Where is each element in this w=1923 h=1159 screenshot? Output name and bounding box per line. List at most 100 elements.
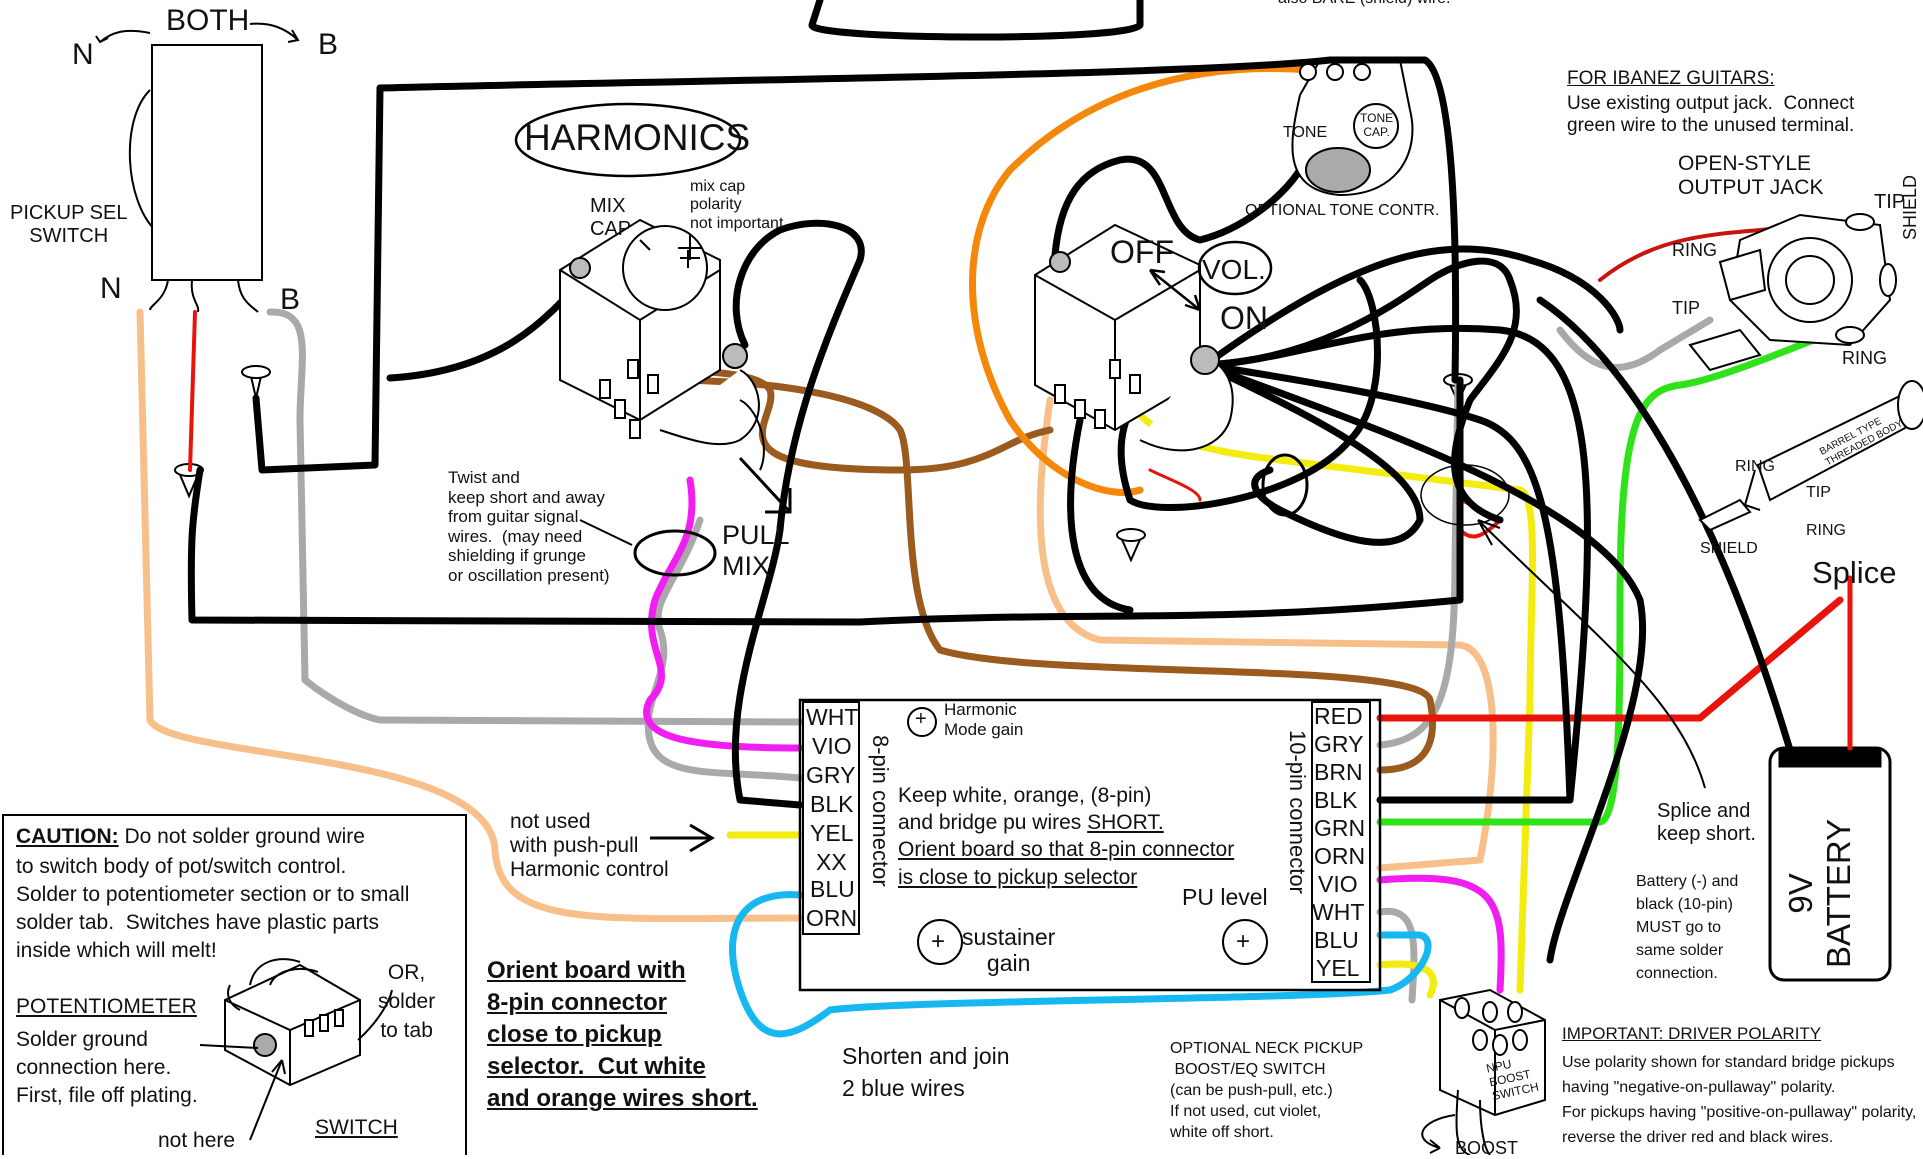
- pull-mix-label: PULL MIX: [722, 520, 790, 582]
- caution-line-1: CAUTION: Do not solder ground wire: [16, 825, 365, 848]
- caution-arrows: [199, 989, 393, 1141]
- vol-arrow: [1148, 268, 1202, 312]
- boost-label: BOOST: [1455, 1138, 1519, 1158]
- volume-label: VOL.: [1202, 254, 1266, 285]
- board-10pin-label-3: BRN: [1314, 759, 1363, 785]
- switch-neck-top-label: N: [72, 38, 94, 71]
- driver-polarity-text: Use polarity shown for standard bridge p…: [1562, 1054, 1917, 1146]
- splice-keep-note: Splice and keep short.: [1657, 800, 1756, 845]
- barrel-shield-label: SHIELD: [1700, 540, 1758, 557]
- caution-pot-sketch: [224, 958, 361, 1087]
- twist-ellipse: [633, 529, 717, 577]
- battery: [1768, 720, 1892, 982]
- harmonic-mode-gain-label: Harmonic Mode gain: [944, 700, 1024, 739]
- ibanez-heading: FOR IBANEZ GUITARS:: [1567, 68, 1775, 89]
- driver-polarity-heading: IMPORTANT: DRIVER POLARITY: [1562, 1024, 1822, 1043]
- mix-cap: [622, 225, 708, 311]
- caution-not-here-label: not here: [158, 1129, 236, 1152]
- orient-board-note: Orient board with 8-pin connector close …: [487, 957, 758, 1112]
- keep-short-note-1: Keep white, orange, (8-pin): [898, 784, 1152, 807]
- board-10pin-label-7: VIO: [1318, 871, 1358, 897]
- shorten-blue-note: Shorten and join 2 blue wires: [842, 1043, 1010, 1101]
- sustainer-plus: +: [931, 928, 946, 955]
- caution-solder-here-note: Solder ground connection here. First, fi…: [16, 1028, 198, 1107]
- splice-ellipse-red: [1420, 464, 1510, 526]
- mix-cap-label: MIX CAP: [590, 195, 632, 240]
- twist-arrow: [579, 519, 633, 546]
- neck-switch-note: OPTIONAL NECK PICKUP BOOST/EQ SWITCH (ca…: [1170, 1040, 1364, 1141]
- harmonics-ellipse: [514, 102, 742, 178]
- board-8pin-connector-label: 8-pin connector: [868, 735, 893, 887]
- board-10pin-label-6: ORN: [1314, 843, 1366, 869]
- twist-note: Twist and keep short and away from guita…: [448, 468, 610, 585]
- switch-lead-bridge-label: B: [280, 283, 301, 316]
- tone-label: TONE: [1283, 124, 1328, 141]
- jack-ring-left: RING: [1672, 240, 1717, 260]
- board-8pin-label-7: BLU: [810, 876, 855, 902]
- volume-off-label: OFF: [1110, 234, 1174, 270]
- vol-ellipse: [1197, 240, 1273, 296]
- splice-ellipse-vol: [1261, 453, 1309, 517]
- pu-level-plus: +: [1236, 928, 1251, 955]
- orient-note-2: is close to pickup selector: [898, 866, 1138, 889]
- board-10pin-label-2: GRY: [1314, 731, 1364, 757]
- caution-box: [2, 814, 467, 1155]
- orient-note-1: Orient board so that 8-pin connector: [898, 838, 1235, 861]
- board-10pin-label-5: GRN: [1314, 815, 1366, 841]
- harmonic-gain-plus: +: [915, 708, 927, 730]
- boost-arrow: [1421, 1114, 1456, 1154]
- npu-boost-switch: [1439, 988, 1546, 1155]
- battery-note: Battery (-) and black (10-pin) MUST go t…: [1636, 873, 1739, 982]
- tone-pot: [1291, 59, 1414, 197]
- harmonics-title: HARMONICS: [524, 117, 751, 158]
- sustainer-gain-label: sustainer gain: [962, 924, 1056, 977]
- pull-arrow: [738, 456, 792, 514]
- board-8pin-label-6: XX: [816, 849, 847, 875]
- mix-cap-polarity-note: mix cap polarity not important: [690, 178, 784, 232]
- caution-or-tab-note: OR, solder to tab: [378, 961, 436, 1042]
- battery-label: 9V BATTERY: [1782, 818, 1857, 968]
- jack-ring-bottom: RING: [1842, 348, 1887, 368]
- switch-both-label: BOTH: [166, 4, 250, 37]
- board-8pin-label-1: WHT: [806, 704, 859, 730]
- splice-arrow: [1477, 519, 1706, 789]
- wires: [136, 64, 1862, 1038]
- caution-potentiometer-label: POTENTIOMETER: [16, 995, 197, 1018]
- switch-lead-neck-label: N: [100, 272, 122, 305]
- board-10pin-label-1: RED: [1314, 703, 1363, 729]
- keep-short-note-2: and bridge pu wires SHORT.: [898, 811, 1164, 834]
- jack-tip-top: TIP: [1874, 191, 1906, 213]
- jack-tip-left: TIP: [1672, 298, 1701, 318]
- ibanez-text: Use existing output jack. Connect green …: [1567, 93, 1855, 136]
- tone-cap-label: TONE CAP.: [1360, 111, 1394, 139]
- board-10pin-label-4: BLK: [1314, 787, 1358, 813]
- board-10pin-connector-label: 10-pin connector: [1285, 730, 1310, 894]
- volume-on-label: ON: [1220, 300, 1268, 336]
- board-8pin-label-2: VIO: [812, 733, 852, 759]
- circuit-board: [798, 698, 1382, 992]
- board-8pin-label-4: BLK: [810, 791, 854, 817]
- top-cut-note: also BARE (shield) wire.: [1278, 0, 1451, 8]
- board-10pin-label-8: WHT: [1312, 899, 1365, 925]
- barrel-ring2-label: RING: [1806, 522, 1846, 539]
- barrel-jack: [1698, 380, 1923, 532]
- not-used-arrow: [650, 823, 715, 853]
- caution-text: to switch body of pot/switch control. So…: [16, 855, 410, 962]
- output-jack: [1688, 213, 1897, 372]
- black-wires: [187, 0, 1794, 964]
- barrel-ring-label: RING: [1735, 458, 1775, 475]
- board-10pin-label-10: YEL: [1316, 955, 1360, 981]
- switch-bridge-top-label: B: [318, 28, 339, 61]
- splice-label: Splice: [1812, 555, 1897, 590]
- jack-shield: SHIELD: [1900, 174, 1920, 240]
- jack-title: OPEN-STYLE OUTPUT JACK: [1678, 152, 1824, 200]
- pickup-selector-label: PICKUP SEL SWITCH: [10, 202, 128, 247]
- not-used-note: not used with push-pull Harmonic control: [510, 810, 669, 882]
- barrel-tip-label: TIP: [1806, 484, 1831, 501]
- tone-caption: OPTIONAL TONE CONTR.: [1245, 202, 1440, 219]
- board-8pin-label-8: ORN: [806, 905, 858, 931]
- board-8pin-label-5: YEL: [810, 820, 854, 846]
- pu-level-label: PU level: [1182, 884, 1268, 910]
- board-8pin-label-3: GRY: [806, 762, 856, 788]
